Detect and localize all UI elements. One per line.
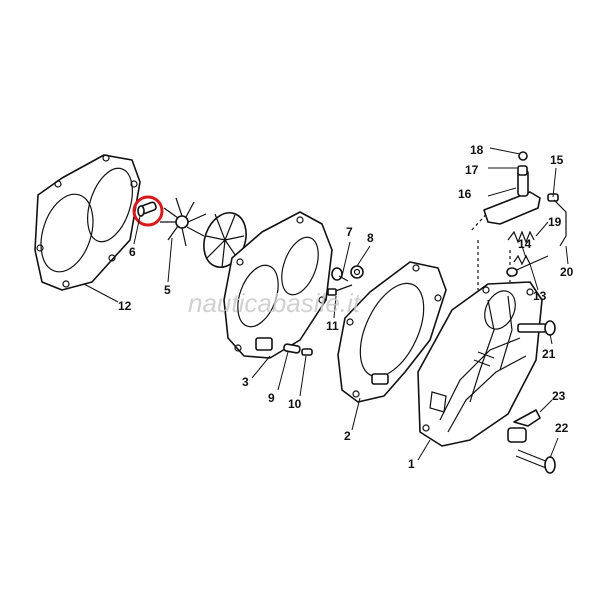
callout-17: 17 <box>465 163 479 177</box>
part-11-stud <box>327 284 353 296</box>
part-2-gasket <box>337 261 447 403</box>
part-18-ball <box>518 151 528 161</box>
part-5-impeller <box>160 197 207 247</box>
callout-5: 5 <box>164 283 171 297</box>
part-3-pump-plate <box>223 211 333 359</box>
callout-2: 2 <box>344 429 351 443</box>
callout-15: 15 <box>550 153 564 167</box>
part-20-rod <box>553 199 567 247</box>
callout-6: 6 <box>129 245 136 259</box>
callout-3: 3 <box>242 375 249 389</box>
part-17-pin <box>517 165 528 176</box>
part-16-lever <box>483 169 541 225</box>
callout-11: 11 <box>326 319 339 333</box>
part-8-nut <box>350 265 364 279</box>
highlight-circle <box>132 195 164 227</box>
leader-lines <box>83 147 569 461</box>
part-9-pin <box>283 343 301 354</box>
callout-19: 19 <box>548 215 562 229</box>
callout-16: 16 <box>458 187 472 201</box>
watermark: nauticabasile.it <box>188 288 362 318</box>
part-14-spring <box>513 254 531 266</box>
callout-8: 8 <box>367 231 374 245</box>
part-7-bolt <box>331 267 349 282</box>
part-23-clamp <box>507 409 541 443</box>
callout-labels: 1 2 3 5 6 7 8 9 10 11 12 13 14 15 16 17 … <box>118 143 574 471</box>
callout-22: 22 <box>555 421 569 435</box>
callout-23: 23 <box>552 389 566 403</box>
callout-13: 13 <box>533 289 547 303</box>
part-6-bushing <box>137 201 157 217</box>
callout-9: 9 <box>268 391 275 405</box>
callout-20: 20 <box>560 265 574 279</box>
callout-10: 10 <box>288 397 302 411</box>
part-22-bolt <box>515 449 556 474</box>
callout-7: 7 <box>346 225 353 239</box>
part-19-spring <box>507 230 535 244</box>
callout-18: 18 <box>470 143 484 157</box>
part-1-housing <box>417 281 543 447</box>
callout-12: 12 <box>118 299 132 313</box>
part-12-gasket <box>34 154 141 291</box>
part-21-bolt <box>517 320 556 336</box>
part-10-screw <box>301 348 313 356</box>
callout-14: 14 <box>518 237 532 251</box>
callout-1: 1 <box>408 457 415 471</box>
callout-21: 21 <box>542 347 556 361</box>
